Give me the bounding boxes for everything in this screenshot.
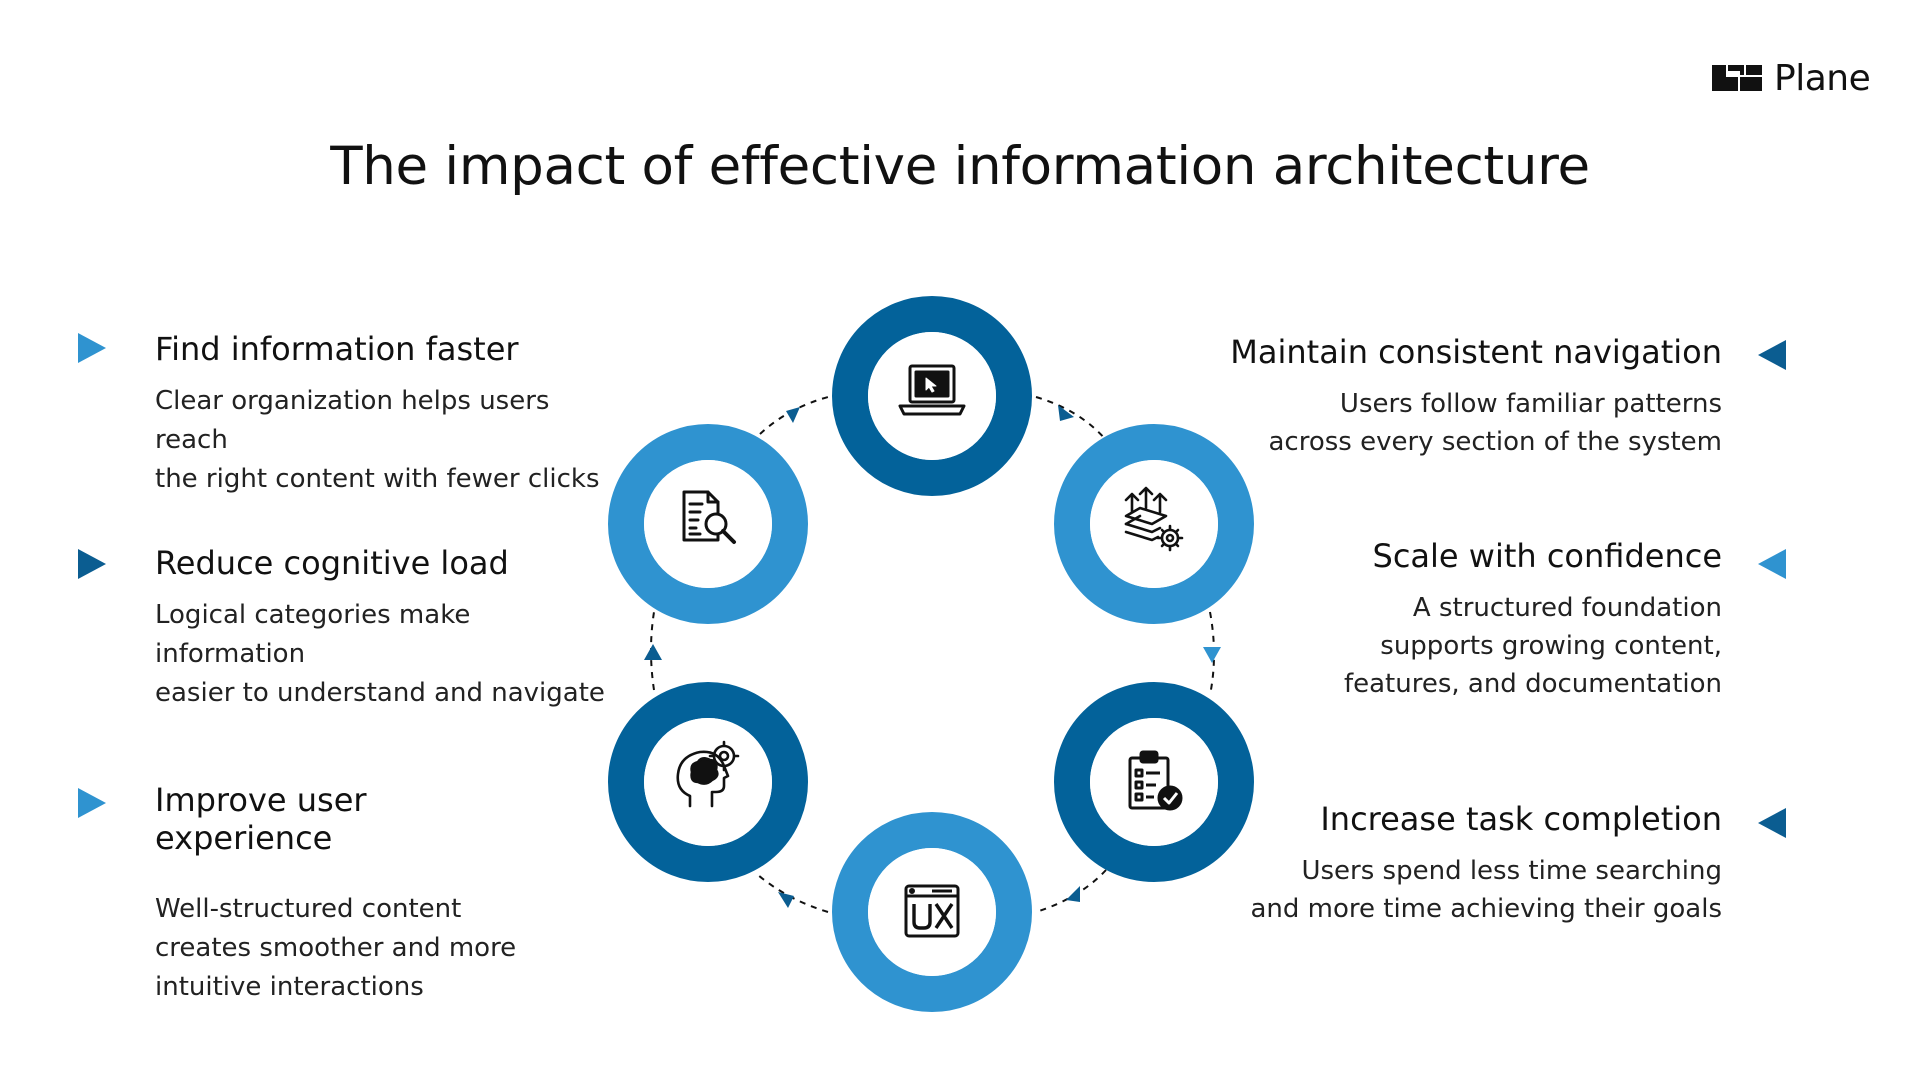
connector-arrowhead bbox=[1203, 647, 1221, 663]
document-search-icon bbox=[682, 490, 736, 544]
ux-window-icon bbox=[904, 884, 960, 938]
benefit-heading: Increase task completion bbox=[1320, 800, 1722, 838]
cycle-node-checklist bbox=[1054, 682, 1254, 882]
benefit-heading: Scale with confidence bbox=[1372, 537, 1723, 575]
right-triangle-marker bbox=[1758, 808, 1786, 838]
benefit-consistent-navigation: Maintain consistent navigation Users fol… bbox=[1202, 333, 1722, 461]
benefit-heading: Improve user experience bbox=[155, 781, 367, 857]
page-title: The impact of effective information arch… bbox=[330, 136, 1590, 197]
connector-line bbox=[1035, 869, 1107, 913]
benefit-body: Users spend less time searching and more… bbox=[1250, 856, 1722, 924]
connector-arrowhead bbox=[778, 892, 794, 908]
connector-line bbox=[1209, 611, 1215, 696]
head-brain-gears-icon bbox=[676, 740, 740, 808]
benefit-heading: Find information faster bbox=[155, 330, 519, 368]
connector-line bbox=[757, 874, 829, 913]
benefit-body: Well-structured content creates smoother… bbox=[155, 894, 517, 1002]
benefit-find-information: Find information faster Clear organizati… bbox=[155, 330, 625, 499]
left-triangle-marker bbox=[78, 549, 106, 579]
right-triangle-marker bbox=[1758, 340, 1786, 370]
connector-arrowhead bbox=[644, 644, 662, 660]
brand-name: Plane bbox=[1774, 57, 1871, 99]
benefit-heading: Maintain consistent navigation bbox=[1230, 333, 1722, 371]
benefit-body: Clear organization helps users reach the… bbox=[155, 386, 600, 494]
connector-line bbox=[1035, 396, 1107, 441]
clipboard-checklist-icon bbox=[1128, 750, 1183, 811]
brand-logo: Plane bbox=[1710, 52, 1871, 104]
benefit-body: Logical categories make information easi… bbox=[155, 600, 605, 708]
benefit-heading: Reduce cognitive load bbox=[155, 544, 509, 582]
benefit-improve-ux: Improve user experience Well-structured … bbox=[155, 762, 625, 1026]
connector-arrowhead bbox=[1058, 405, 1074, 421]
benefit-task-completion: Increase task completion Users spend les… bbox=[1202, 800, 1722, 928]
connector-arrowhead bbox=[786, 407, 800, 423]
benefit-body: Users follow familiar patterns across ev… bbox=[1268, 389, 1723, 457]
cycle-node-ux bbox=[832, 812, 1032, 1012]
scaling-layers-gear-icon bbox=[1124, 486, 1184, 552]
right-triangle-marker bbox=[1758, 549, 1786, 579]
benefit-reduce-load: Reduce cognitive load Logical categories… bbox=[155, 544, 625, 713]
left-triangle-marker bbox=[78, 333, 106, 363]
laptop-cursor-icon bbox=[898, 364, 966, 416]
left-triangle-marker bbox=[78, 788, 106, 818]
plane-logo-icon bbox=[1712, 65, 1762, 91]
connector-arrowhead bbox=[1066, 886, 1080, 902]
benefit-scale-confidence: Scale with confidence A structured found… bbox=[1202, 537, 1722, 703]
benefit-body: A structured foundation supports growing… bbox=[1343, 593, 1722, 699]
